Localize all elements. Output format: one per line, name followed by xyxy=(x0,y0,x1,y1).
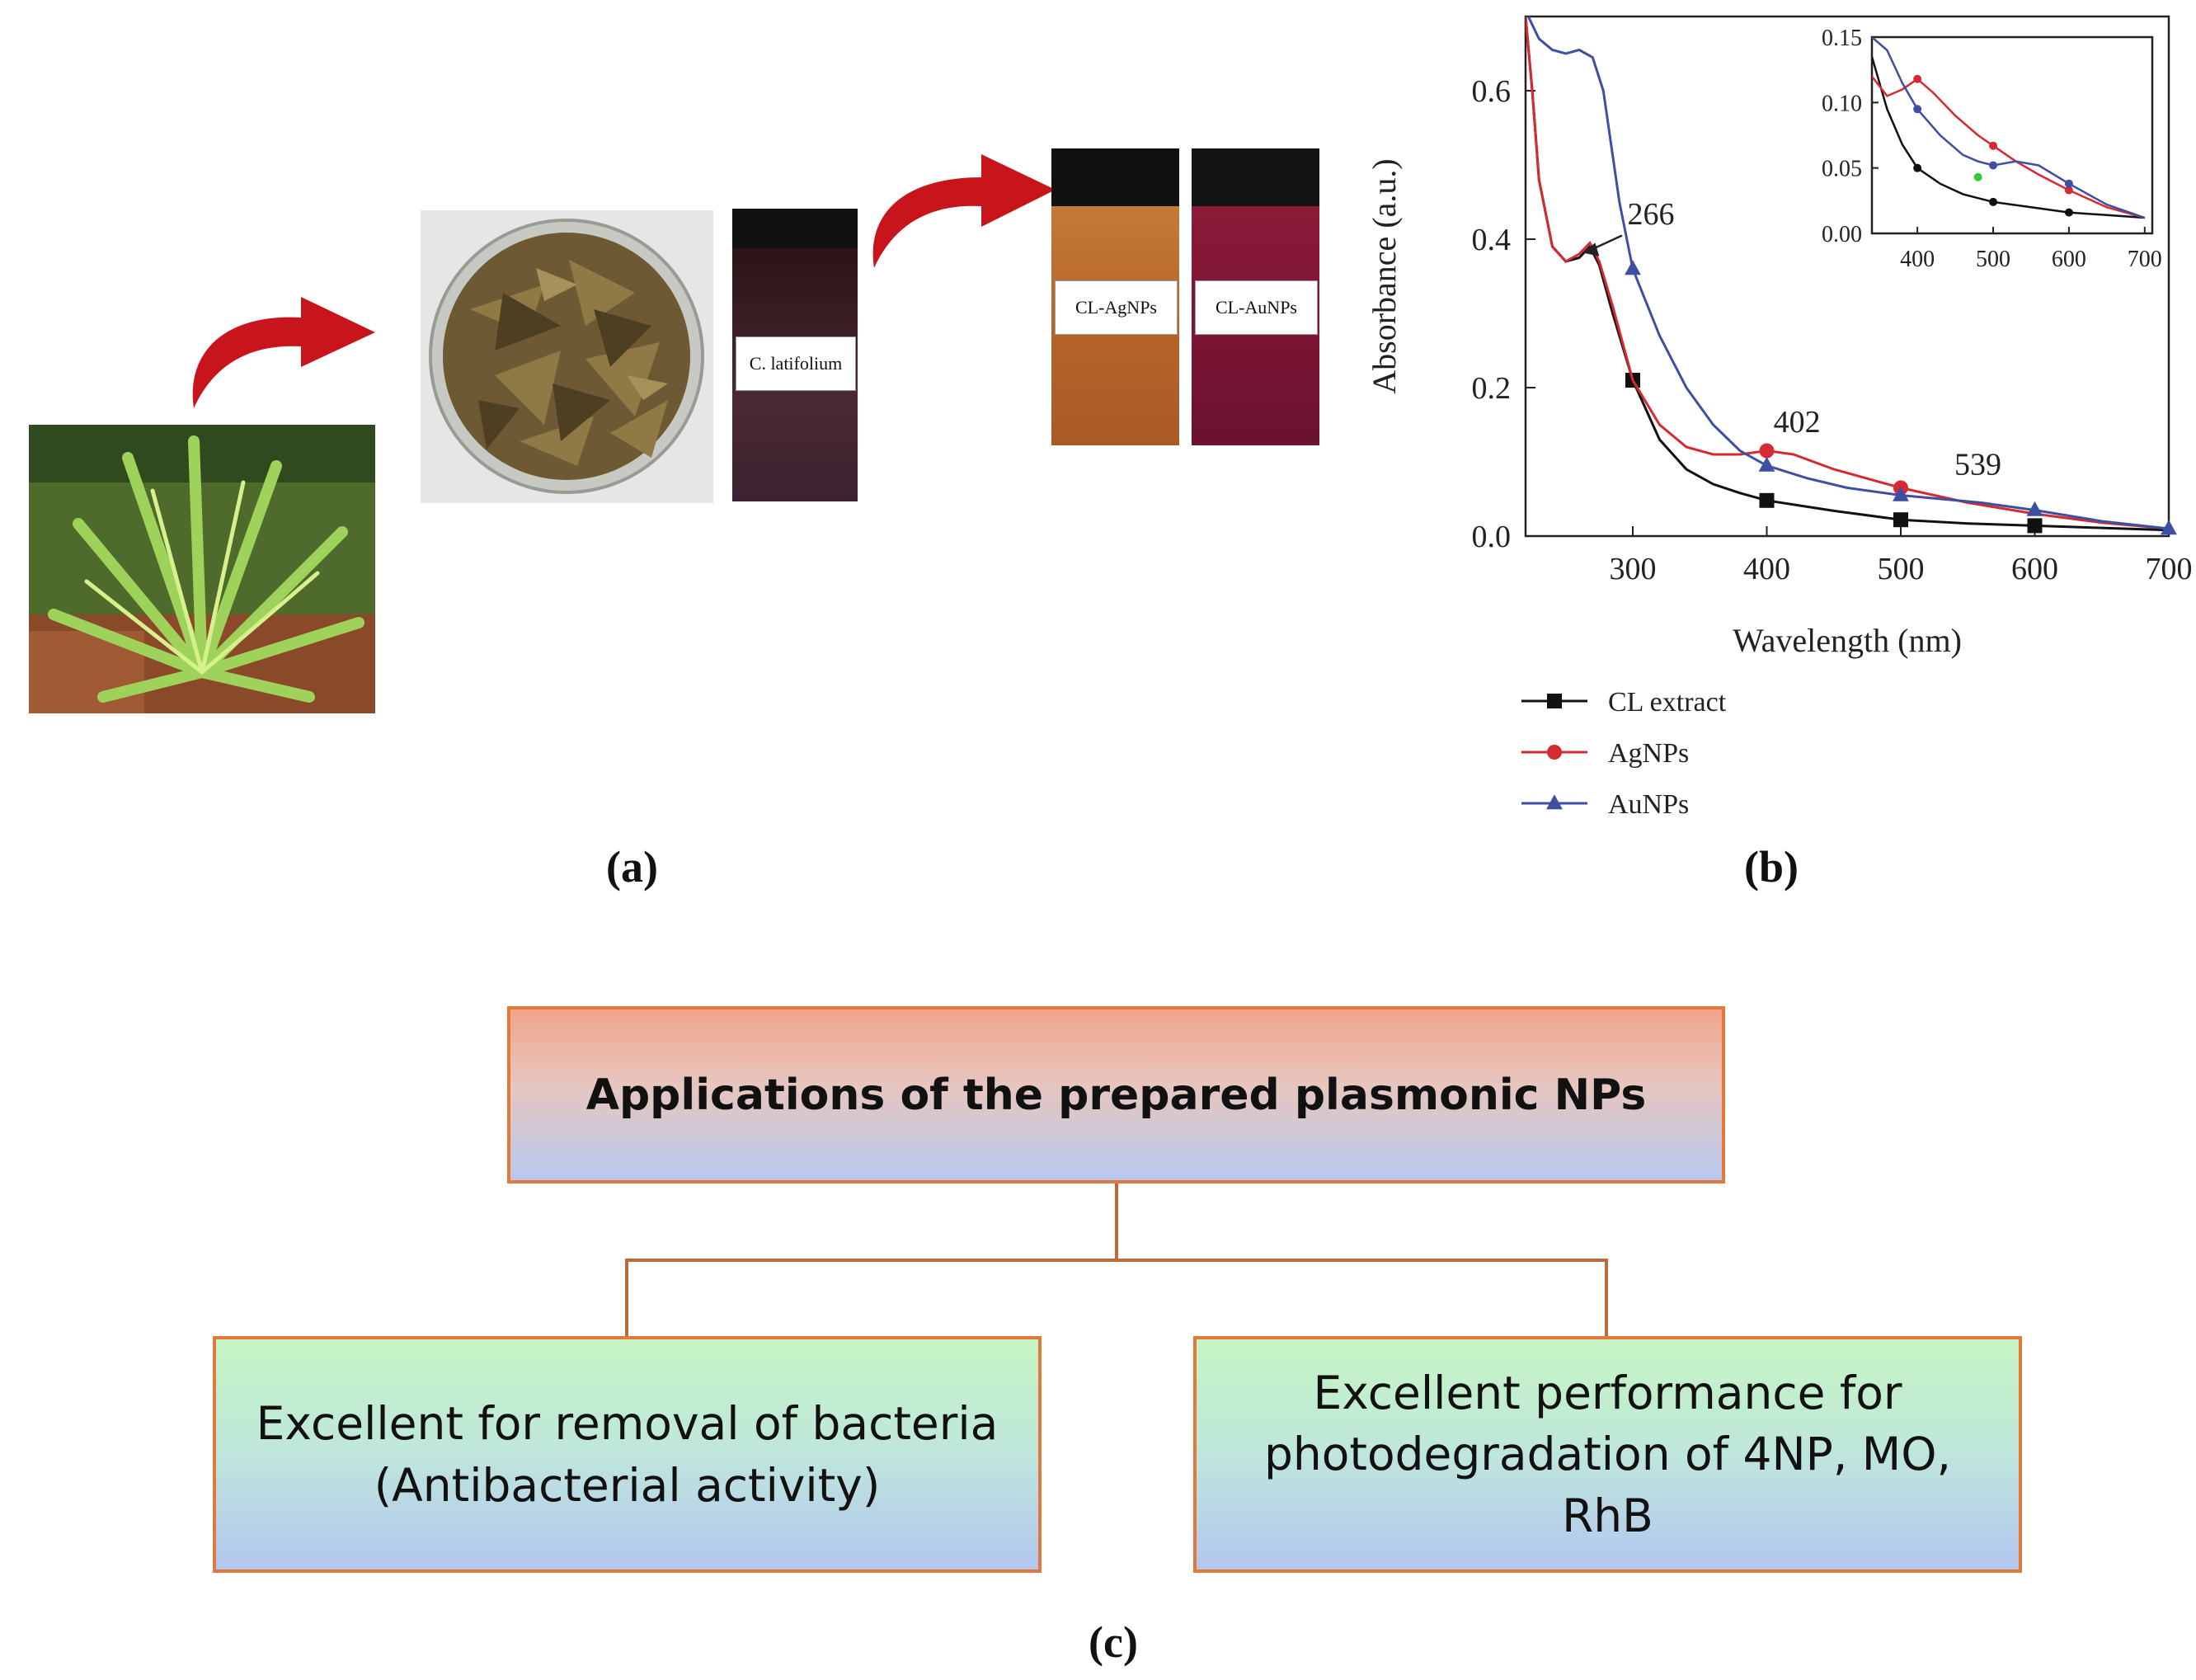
inset-series-line xyxy=(1872,56,2145,219)
data-marker xyxy=(1547,745,1562,760)
data-marker xyxy=(1759,443,1775,459)
legend-label: AuNPs xyxy=(1608,789,1689,820)
connector-left xyxy=(625,1259,628,1336)
x-tick-label: 400 xyxy=(1743,552,1790,586)
data-marker xyxy=(2026,501,2043,516)
plot-frame xyxy=(1524,15,2170,538)
panel-c-label: (c) xyxy=(1089,1617,1138,1667)
connector-vertical xyxy=(1115,1184,1118,1260)
peak-annotation: 266 xyxy=(1628,197,1675,232)
x-tick-label: 700 xyxy=(2146,552,2193,586)
inset-marker xyxy=(1989,197,1998,206)
x-tick-label: 300 xyxy=(1610,552,1657,586)
aunps-vial: CL-AuNPs xyxy=(1192,148,1319,445)
applications-title-box: Applications of the prepared plasmonic N… xyxy=(507,1006,1725,1184)
inset-y-tick-label: 0.05 xyxy=(1822,157,1862,182)
photodegradation-text: Excellent performance for photodegradati… xyxy=(1263,1367,1952,1542)
y-tick-label: 0.4 xyxy=(1472,223,1512,257)
photodegradation-box: Excellent performance for photodegradati… xyxy=(1193,1336,2022,1573)
inset-marker xyxy=(1989,161,1998,170)
inset-y-tick-label: 0.00 xyxy=(1822,222,1862,247)
curved-arrow-icon xyxy=(872,154,1056,268)
y-tick-label: 0.2 xyxy=(1472,371,1512,406)
plant-photo xyxy=(29,425,375,713)
connector-horizontal xyxy=(625,1259,1608,1262)
inset-marker xyxy=(2064,179,2073,188)
inset-marker xyxy=(2064,208,2073,217)
y-tick-label: 0.6 xyxy=(1472,74,1512,109)
inset-marker xyxy=(1989,141,1998,150)
extract-vial: C. latifolium xyxy=(732,209,858,501)
panel-b-label: (b) xyxy=(1744,842,1799,892)
inset-x-tick-label: 700 xyxy=(2128,247,2162,272)
inset-marker xyxy=(1973,172,1982,181)
inset-frame xyxy=(1870,35,2154,235)
inset-x-tick-label: 500 xyxy=(1976,247,2010,272)
annotation-arrow-head xyxy=(1582,242,1600,256)
legend-label: CL extract xyxy=(1608,687,1727,718)
legend-label: AgNPs xyxy=(1608,738,1689,769)
inset-x-tick-label: 600 xyxy=(2052,247,2086,272)
data-marker xyxy=(1893,512,1908,528)
inset-marker xyxy=(2064,186,2073,195)
peak-annotation: 402 xyxy=(1774,405,1821,440)
inset-marker xyxy=(1913,105,1922,114)
vial-label: CL-AgNPs xyxy=(1055,280,1178,335)
data-marker xyxy=(1758,456,1775,472)
inset-y-tick-label: 0.10 xyxy=(1822,91,1862,116)
inset-marker xyxy=(1913,163,1922,172)
vial-label: CL-AuNPs xyxy=(1195,280,1318,335)
antibacterial-box: Excellent for removal of bacteria (Antib… xyxy=(213,1336,1042,1573)
y-tick-label: 0.0 xyxy=(1472,520,1512,554)
vial-cap xyxy=(1192,148,1319,206)
x-tick-label: 600 xyxy=(2011,552,2058,586)
data-marker xyxy=(1625,260,1641,275)
data-marker xyxy=(2161,520,2177,535)
series-line xyxy=(1526,16,2169,530)
vial-label: C. latifolium xyxy=(736,336,856,391)
connector-right xyxy=(1605,1259,1608,1336)
y-axis-label: Absorbance (a.u.) xyxy=(1366,158,1403,393)
data-marker xyxy=(1759,492,1775,508)
curved-arrow-icon xyxy=(192,297,375,408)
series-line xyxy=(1526,16,2169,530)
peak-annotation: 539 xyxy=(1954,447,2001,482)
data-marker xyxy=(1547,694,1562,708)
inset-plot: 400 500 600 700 0.00 0.05 0.10 0.15 xyxy=(1822,26,2162,272)
dried-leaves-photo xyxy=(421,210,713,503)
vial-cap xyxy=(732,209,858,248)
inset-marker xyxy=(1913,74,1922,83)
vial-cap xyxy=(1051,148,1179,206)
inset-y-tick-label: 0.15 xyxy=(1822,26,1862,51)
agnps-vial: CL-AgNPs xyxy=(1051,148,1179,445)
data-marker xyxy=(1546,794,1563,810)
data-marker xyxy=(2027,518,2043,534)
applications-title: Applications of the prepared plasmonic N… xyxy=(585,1070,1647,1120)
inset-x-tick-label: 400 xyxy=(1900,247,1935,272)
x-axis-label: Wavelength (nm) xyxy=(1733,622,1962,659)
x-tick-label: 500 xyxy=(1878,552,1925,586)
panel-a-label: (a) xyxy=(606,842,658,892)
antibacterial-text: Excellent for removal of bacteria (Antib… xyxy=(256,1397,999,1512)
data-marker xyxy=(1893,486,1909,501)
